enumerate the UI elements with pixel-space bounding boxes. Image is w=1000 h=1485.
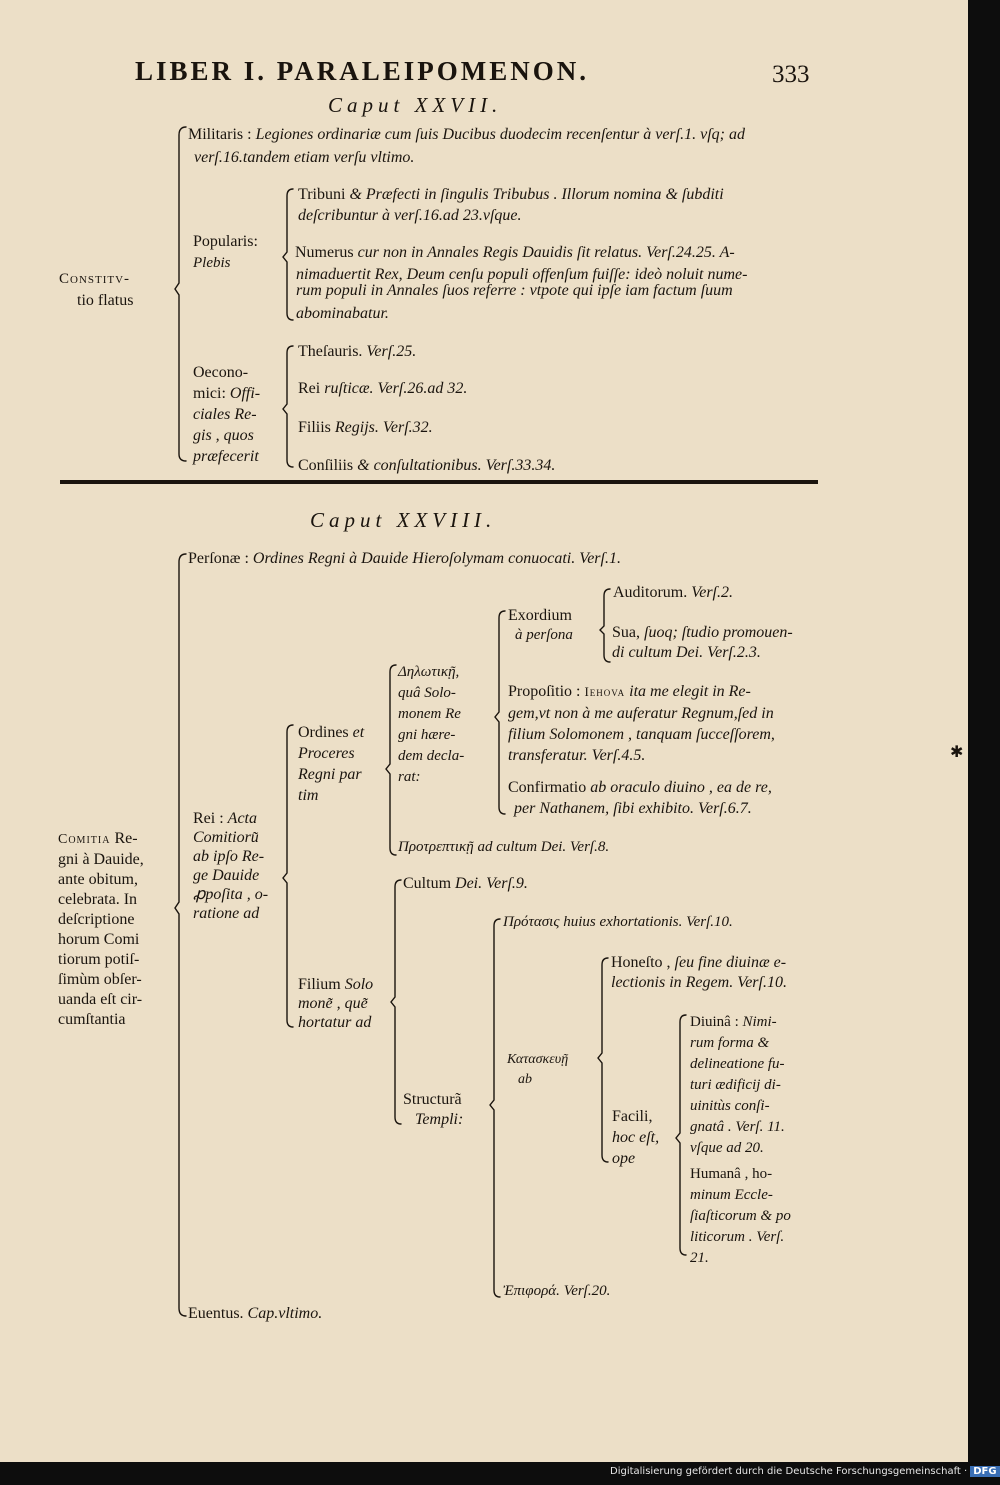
sua-entry-cont: di cultum Dei. Verſ.2.3. — [612, 644, 761, 661]
militaris-entry: Militaris : Legiones ordinariæ cum ſuis … — [188, 126, 745, 143]
ordines-label: Ordines et Proceres Regni par tim — [298, 724, 365, 804]
confirmatio-cont: per Nathanem, ſibi exhibito. Verſ.6.7. — [514, 800, 752, 817]
diuina-entry: Diuinâ : Nimi- rum forma & delineatione … — [690, 1014, 785, 1156]
propositio-entry: Propoſitio : Iehova ita me elegit in Re- — [508, 683, 751, 700]
root-28: Comitia Re- gni à Dauide, ante obitum, c… — [58, 830, 144, 1028]
bracket-facili — [675, 1014, 687, 1256]
auditorum-entry: Auditorum. Verſ.2. — [613, 584, 733, 601]
numerus-entry-cont3: abominabatur. — [296, 305, 389, 322]
humana-entry: Humanâ , ho- minum Eccle- ſiaſticorum & … — [690, 1166, 791, 1266]
digitization-footer: Digitalisierung gefördert durch die Deut… — [610, 1466, 1000, 1477]
propositio-cont2: filium Solomonem , tanquam ſucceſſorem, — [508, 726, 775, 743]
chapter-heading-28: Caput XXVIII. — [310, 508, 497, 532]
numerus-entry-cont1: nimaduertit Rex, Deum cenſu populi offen… — [296, 266, 748, 283]
structura-sub: Templi: — [415, 1111, 464, 1128]
delotike-label: Δηλωτικῇ, quâ Solo- monem Re gni hære- d… — [398, 664, 465, 785]
structura-label: Structurã — [403, 1091, 462, 1108]
root-27-line2: tio flatus — [77, 292, 134, 309]
kataskeue-label: Κατασκευῇ — [507, 1052, 569, 1067]
chapter-heading-27: Caput XXVII. — [328, 93, 503, 117]
oeconomici-label: Oecono- mici: Offi- ciales Re- gis , quo… — [193, 364, 261, 465]
oeconomici-item-filiis: Filiis Regijs. Verſ.32. — [298, 419, 433, 436]
protasis-entry: Πρότασις huius exhortationis. Verſ.10. — [503, 914, 733, 930]
bracket-caput27-root — [174, 126, 187, 462]
protreptike-entry: Προτρεπτικῇ ad cultum Dei. Verſ.8. — [398, 839, 610, 855]
bracket-filium — [390, 879, 402, 1125]
oeconomici-item-rei: Rei ruſticæ. Verſ.26.ad 32. — [298, 380, 468, 397]
bracket-exordium — [599, 588, 611, 663]
root-27-line1: Constitv- — [59, 271, 131, 287]
militaris-entry-cont: verſ.16.tandem etiam verſu vltimo. — [194, 149, 415, 166]
propositio-cont1: gem,vt non à me auferatur Regnum,ſed in — [508, 705, 774, 722]
bracket-oeconomici — [282, 345, 294, 468]
bracket-popularis — [282, 188, 294, 321]
bracket-kataskeue — [597, 957, 609, 1163]
honesto-entry: Honeſto , ſeu fine diuinæ e- — [611, 954, 787, 971]
bracket-structura — [489, 918, 501, 1298]
honesto-cont: lectionis in Regem. Verſ.10. — [611, 974, 787, 991]
dfg-logo: DFG — [970, 1466, 1000, 1477]
facili-label: Facili, hoc eſt, ope — [612, 1108, 660, 1167]
running-head-title: LIBER I. PARALEIPOMENON. — [135, 56, 590, 86]
propositio-cont3: transferatur. Verſ.4.5. — [508, 747, 646, 764]
sua-entry: Sua, ſuoq; ſtudio promouen- — [612, 624, 793, 641]
bracket-delotike — [494, 610, 506, 815]
book-page: LIBER I. PARALEIPOMENON. 333 Caput XXVII… — [0, 0, 968, 1462]
confirmatio-entry: Confirmatio ab oraculo diuino , ea de re… — [508, 779, 772, 796]
popularis-sub: Plebis — [193, 255, 231, 271]
epiphora-entry: Ἐπιφορά. Verſ.20. — [503, 1283, 611, 1299]
popularis-label: Popularis: — [193, 233, 258, 250]
tribuni-entry: Tribuni & Præfecti in ſingulis Tribubus … — [298, 186, 724, 203]
section-rule — [60, 480, 818, 484]
bracket-caput28-root — [174, 553, 187, 1317]
margin-asterisk: ✱ — [950, 744, 964, 761]
numerus-entry-cont2: rum populi in Annales ſuos referre : vtp… — [296, 282, 733, 299]
exordium-sub: à perſona — [515, 627, 573, 643]
personae-entry: Perſonæ : Ordines Regni à Dauide Hieroſo… — [188, 550, 621, 567]
page-number: 333 — [772, 61, 810, 88]
rei-label: Rei : Acta Comitioru͂ ab ipſo Re- ge Dau… — [193, 810, 269, 922]
cultum-entry: Cultum Dei. Verſ.9. — [403, 875, 528, 892]
bracket-ordines — [385, 664, 397, 856]
oeconomici-item-thesauris: Theſauris. Verſ.25. — [298, 343, 417, 360]
bracket-rei — [282, 724, 294, 1028]
filium-label: Filium Solo mone͂ , que͂ hortatur ad — [298, 976, 374, 1031]
bracket-lines — [174, 126, 687, 1317]
numerus-entry: Numerus cur non in Annales Regis Dauidis… — [295, 244, 735, 261]
euentus-entry: Euentus. Cap.vltimo. — [188, 1305, 323, 1322]
tribuni-entry-cont: deſcribuntur à verſ.16.ad 23.vſque. — [298, 207, 522, 224]
exordium-label: Exordium — [508, 607, 572, 624]
oeconomici-item-consiliis: Conſiliis & conſultationibus. Verſ.33.34… — [298, 457, 556, 474]
kataskeue-sub: ab — [518, 1072, 532, 1087]
